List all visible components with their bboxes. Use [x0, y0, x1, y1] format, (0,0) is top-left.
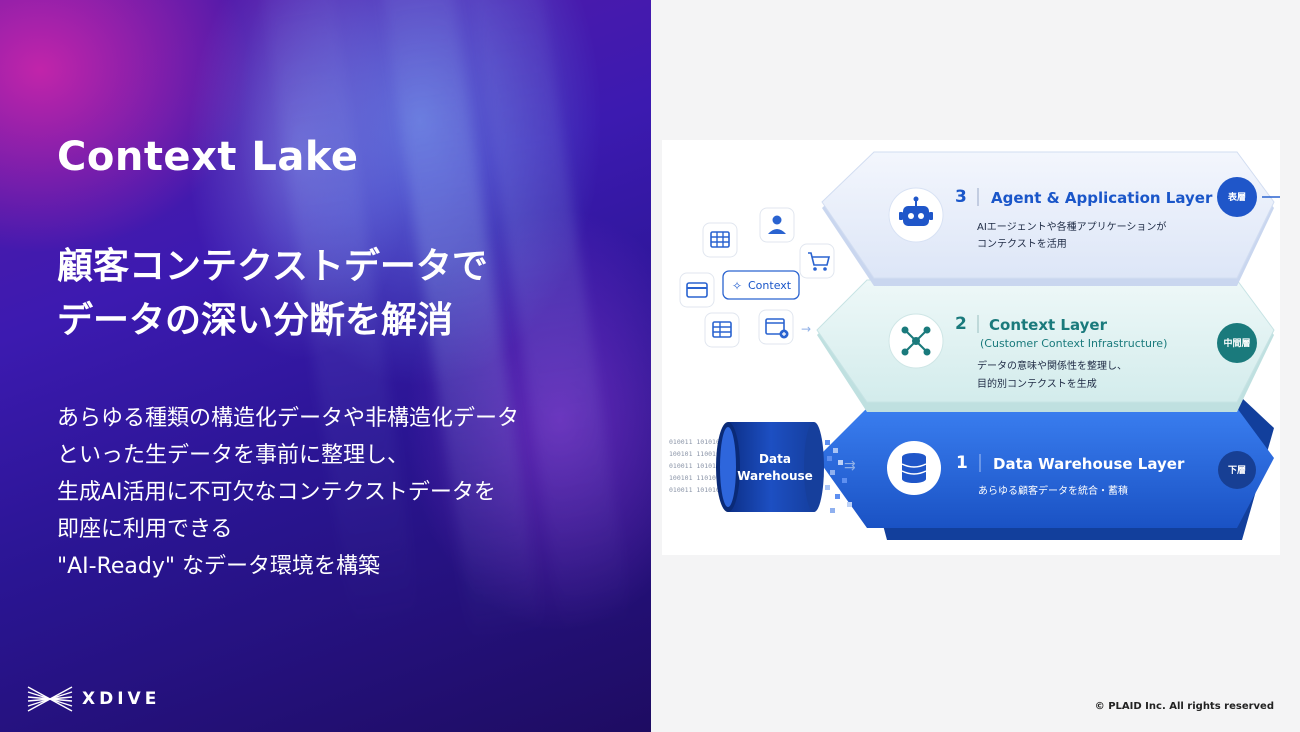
- robot-icon: [888, 187, 944, 243]
- layer-3-slab: [821, 151, 1275, 286]
- network-icon: [888, 313, 944, 369]
- body-line-2: といった生データを事前に整理し、: [57, 443, 410, 468]
- layer-1-badge: 下層: [1218, 451, 1256, 489]
- layer-3-badge-label: 表層: [1227, 191, 1246, 203]
- pixel-stream: [825, 440, 852, 513]
- body-line-4: 即座に利用できる: [57, 517, 233, 542]
- layer-2-title: Context Layer: [989, 316, 1108, 334]
- spreadsheet-icon: [704, 312, 740, 348]
- sparkle-icon: ✧: [732, 279, 742, 293]
- layer-2-slab: [816, 279, 1275, 412]
- arrow-right-icon: →: [801, 322, 811, 336]
- credit-card-icon: [679, 272, 715, 308]
- cart-icon: [799, 243, 835, 279]
- context-lake-diagram: 3 Agent & Application Layer AIエージェントや各種ア…: [662, 140, 1280, 555]
- data-warehouse-label-line-2: Warehouse: [737, 469, 813, 483]
- layer-3-desc-line-2: コンテクストを活用: [977, 238, 1067, 250]
- layer-3-desc-line-1: AIエージェントや各種アプリケーションが: [977, 220, 1166, 233]
- binary-row-2: 100101 110010: [669, 450, 720, 458]
- hero-panel: Context Lake 顧客コンテクストデータで データの深い分断を解消 あら…: [0, 0, 651, 732]
- layer-2-badge: 中間層: [1217, 323, 1257, 363]
- layer-3-number: 3: [955, 187, 967, 207]
- layer-2-desc-line-1: データの意味や関係性を整理し、: [977, 359, 1127, 372]
- user-icon: [759, 207, 795, 243]
- body-line-3: 生成AI活用に不可欠なコンテクストデータを: [57, 480, 496, 505]
- layer-3-badge: 表層: [1217, 177, 1257, 217]
- layer-2-badge-label: 中間層: [1223, 337, 1250, 349]
- layer-1-badge-label: 下層: [1228, 464, 1246, 476]
- add-window-icon: [758, 309, 794, 345]
- layer-2-number: 2: [955, 314, 967, 334]
- body-line-1: あらゆる種類の構造化データや非構造化データ: [57, 406, 520, 431]
- xdive-logo: XDIVE: [26, 684, 160, 714]
- copyright-notice: © PLAID Inc. All rights reserved: [1094, 701, 1274, 712]
- data-warehouse-label-line-1: Data: [759, 452, 791, 466]
- xdive-mark-icon: [27, 686, 73, 712]
- logo-wordmark: XDIVE: [82, 689, 161, 709]
- body-line-5: "AI-Ready" なデータ環境を構築: [57, 554, 381, 579]
- layer-2-desc-line-2: 目的別コンテクストを生成: [977, 377, 1097, 390]
- body-text: あらゆる種類の構造化データや非構造化データ といった生データを事前に整理し、 生…: [57, 400, 637, 585]
- table-icon: [702, 222, 738, 258]
- database-icon: [887, 441, 941, 495]
- slide-title: Context Lake: [57, 134, 359, 180]
- headline: 顧客コンテクストデータで データの深い分断を解消: [57, 240, 637, 348]
- data-warehouse-cylinder: 010011 101010 100101 110010 010011 10101…: [669, 422, 856, 513]
- binary-row-4: 100101 110101: [669, 474, 720, 482]
- layer-2-subtitle: (Customer Context Infrastructure): [980, 337, 1167, 350]
- layer-1-number: 1: [956, 453, 968, 473]
- layer-1-slab: [817, 398, 1274, 540]
- flow-arrow-icon: ⇉: [844, 458, 856, 474]
- headline-line-1: 顧客コンテクストデータで: [57, 246, 488, 287]
- binary-row-3: 010011 101010: [669, 462, 720, 470]
- layer-1-desc-line-1: あらゆる顧客データを統合・蓄積: [978, 484, 1128, 497]
- context-chip-label: Context: [748, 279, 792, 292]
- layer-1-title: Data Warehouse Layer: [993, 455, 1185, 473]
- binary-row-5: 010011 101010: [669, 486, 720, 494]
- headline-line-2: データの深い分断を解消: [57, 300, 454, 341]
- binary-row-1: 010011 101010: [669, 438, 720, 446]
- floating-context-icons: ✧ Context →: [679, 207, 835, 348]
- layer-3-title: Agent & Application Layer: [991, 189, 1213, 207]
- context-chip: ✧ Context: [722, 270, 800, 300]
